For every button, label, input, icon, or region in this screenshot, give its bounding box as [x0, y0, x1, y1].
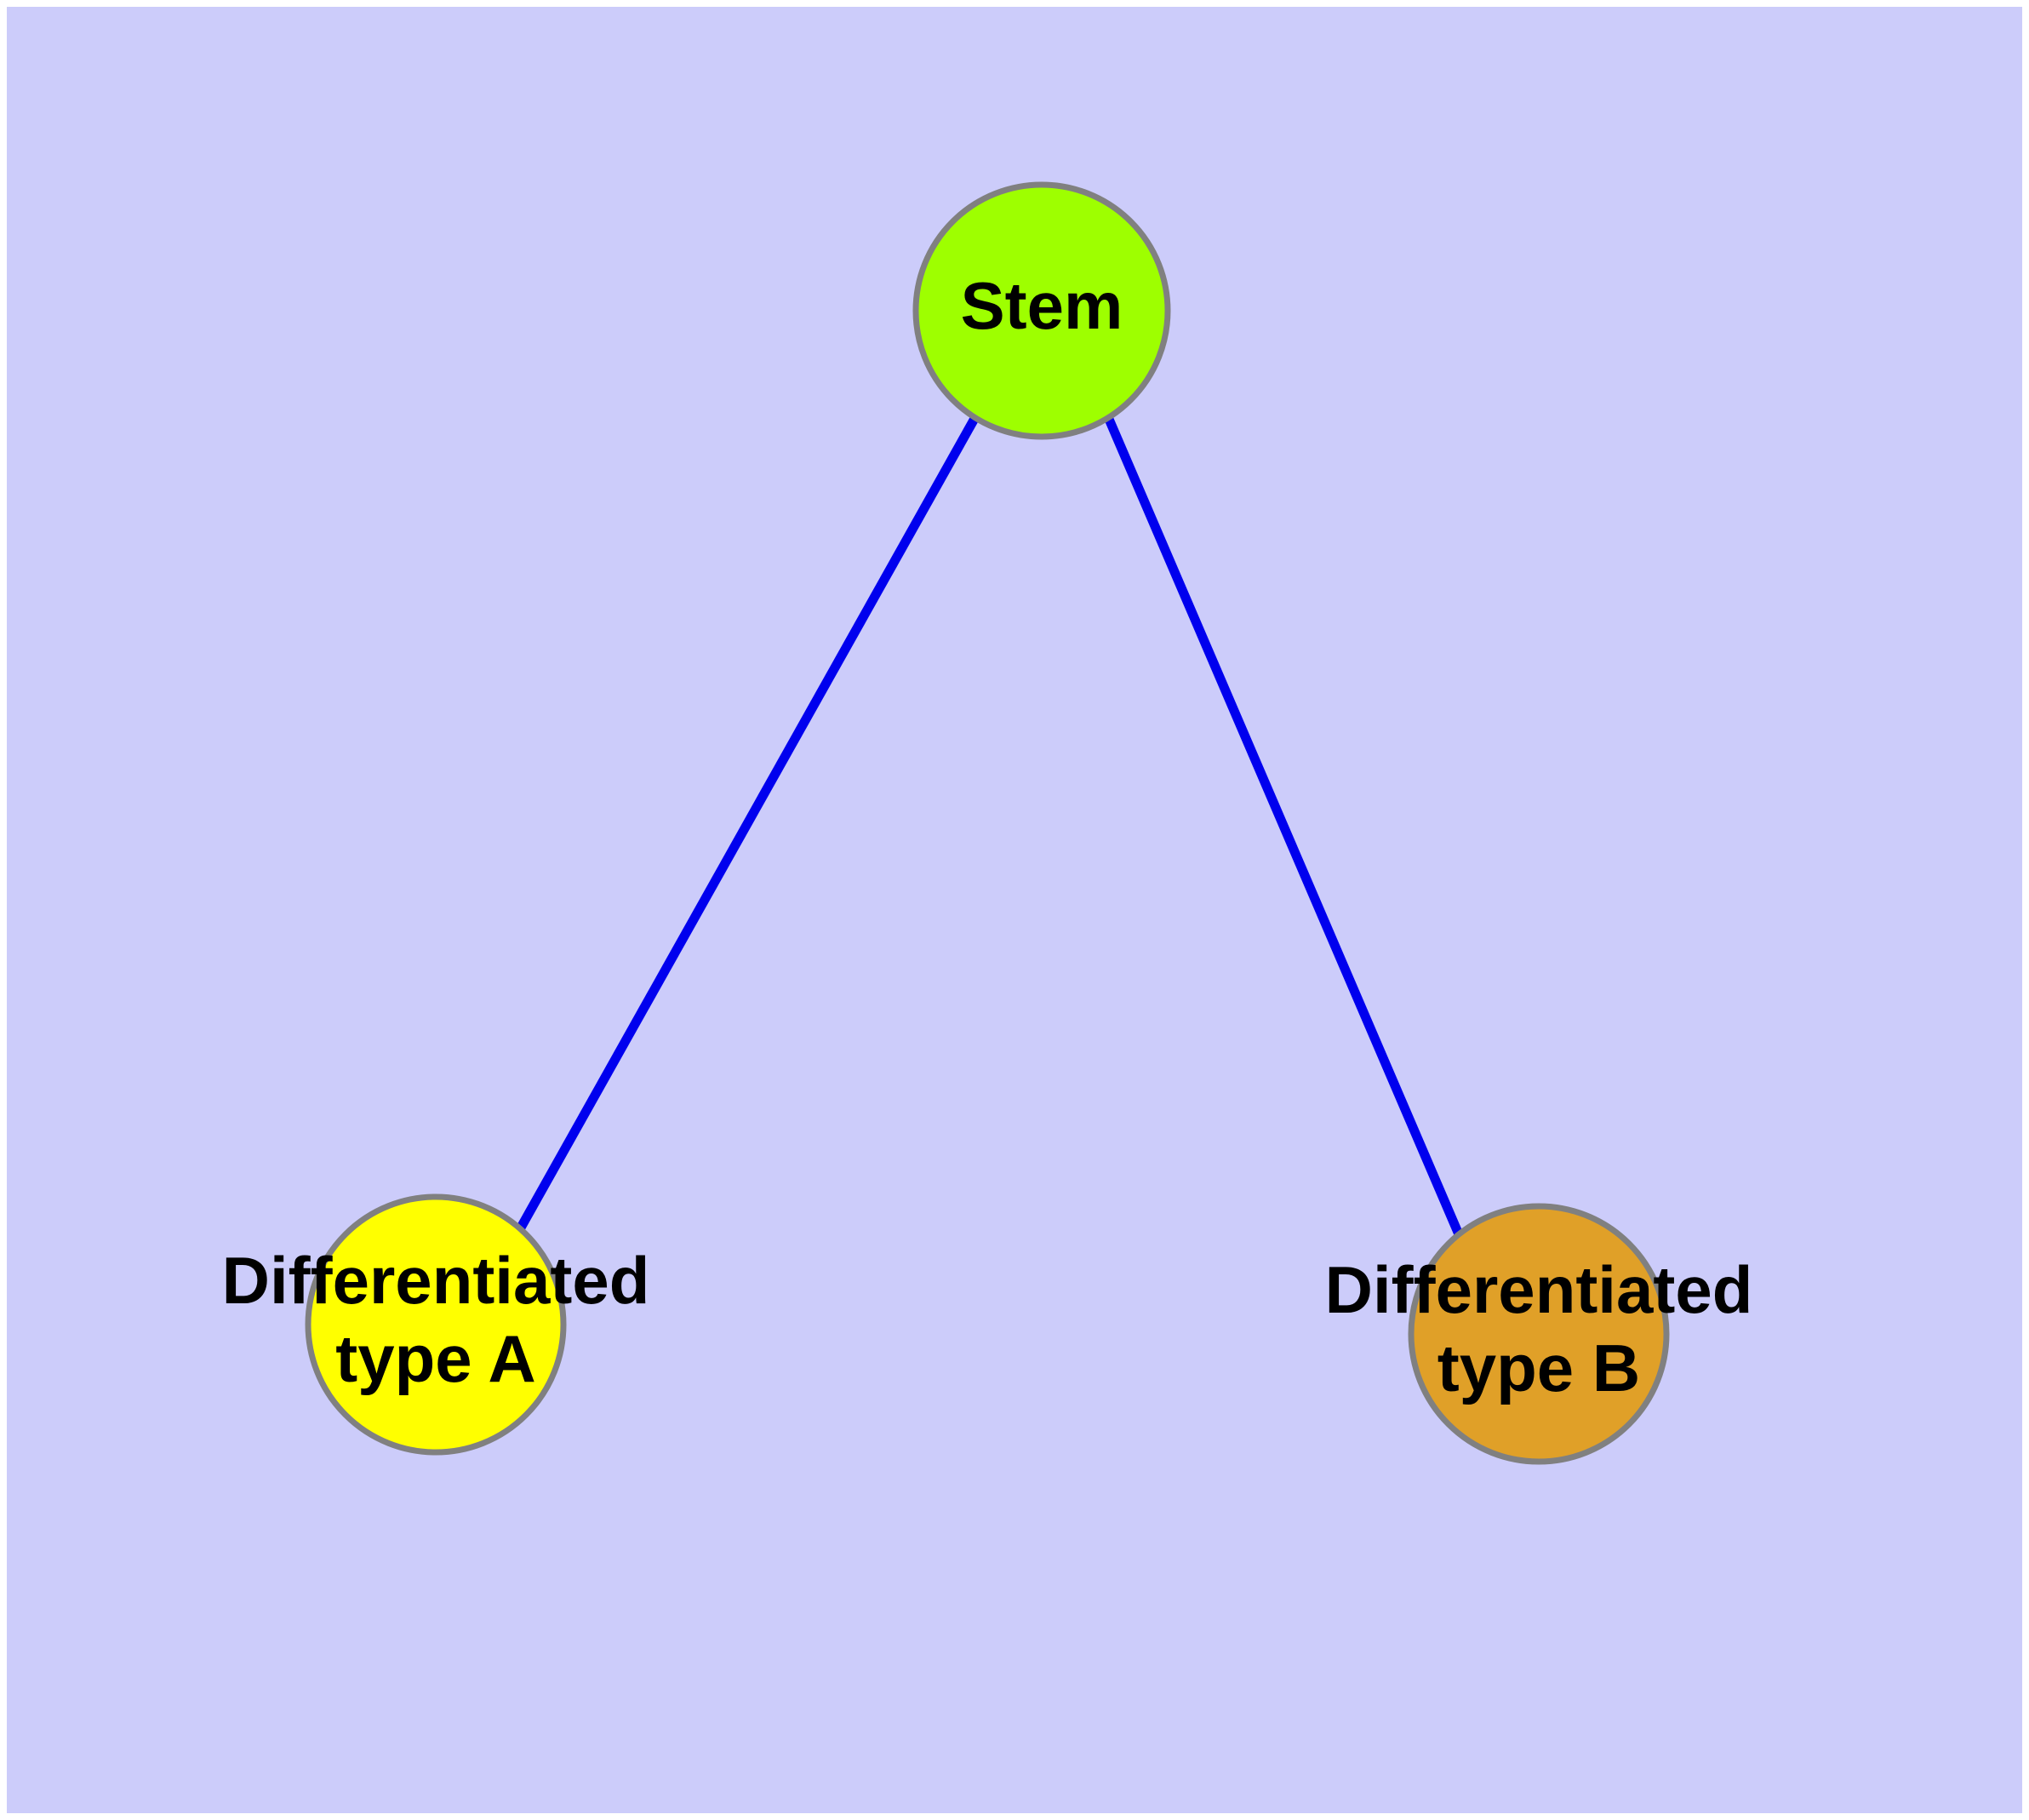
node-differentiated-type-a-circle[interactable] [305, 1193, 567, 1456]
node-stem-circle[interactable] [912, 181, 1171, 440]
edge-stem-to-differentiated-type-b[interactable] [1103, 415, 1464, 1237]
edge-layer [517, 415, 1464, 1237]
node-differentiated-type-b-circle[interactable] [1408, 1203, 1670, 1465]
node-stem-label: Stem [961, 268, 1123, 343]
node-stem[interactable]: Stem [912, 181, 1171, 440]
edge-stem-to-differentiated-type-a[interactable] [517, 415, 980, 1230]
